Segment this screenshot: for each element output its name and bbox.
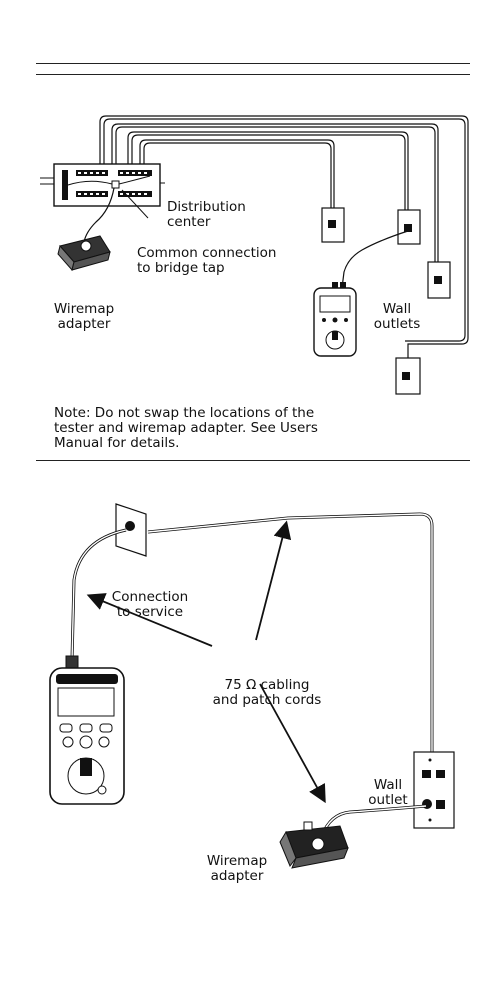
- arrow-to-patch-cord: [259, 683, 326, 804]
- arrow-to-long-cable: [255, 520, 292, 641]
- cable-3: [127, 131, 409, 210]
- wall-outlet-2: [397, 209, 421, 245]
- wall-outlet-1: [321, 207, 345, 243]
- section-divider: [36, 460, 470, 461]
- tester-1: [313, 282, 357, 357]
- wiremap-adapter-1: [57, 235, 111, 272]
- wall-outlet-3: [427, 261, 451, 299]
- cable-2b: [115, 126, 436, 262]
- cable-1: [99, 115, 469, 360]
- arrow-to-service-coax: [86, 593, 213, 647]
- cable-4b: [143, 142, 332, 208]
- cable-3b: [131, 134, 406, 210]
- figure-1-diagram: [40, 115, 469, 395]
- cable-4: [139, 139, 335, 208]
- top-rule-2: [36, 74, 470, 75]
- cable-2: [111, 123, 439, 262]
- wall-outlet-fig2: [413, 751, 455, 829]
- wiremap-adapter-2: [279, 821, 349, 869]
- tester-2: [49, 667, 125, 805]
- wall-outlet-4: [395, 357, 421, 395]
- cable-1b: [103, 118, 466, 342]
- distribution-center-panel: [40, 163, 161, 207]
- top-rule-1: [36, 63, 470, 64]
